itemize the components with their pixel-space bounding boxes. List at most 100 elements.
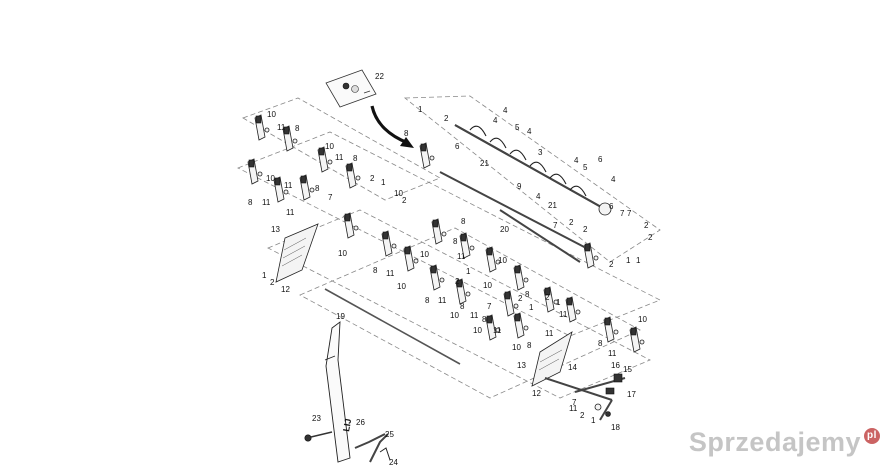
- callout-c10l: 10: [498, 256, 507, 265]
- tine: [317, 146, 333, 173]
- tine: [459, 232, 475, 259]
- watermark-tld: pl: [864, 427, 880, 444]
- callout-c7f: 7: [627, 209, 632, 218]
- callout-c4d: 4: [574, 156, 579, 165]
- tine: [345, 162, 361, 189]
- callout-c11a: 11: [277, 123, 286, 132]
- callout-c8f: 8: [461, 217, 466, 226]
- callout-c1a: 1: [418, 105, 423, 114]
- callout-c7e: 7: [572, 398, 577, 407]
- tine: [381, 230, 397, 257]
- callout-c24: 24: [389, 458, 398, 467]
- callout-c11h: 11: [470, 311, 479, 320]
- callout-c11b: 11: [335, 153, 344, 162]
- callout-c14: 14: [568, 363, 577, 372]
- watermark-brand: Sprzedajemy: [688, 427, 861, 457]
- callout-c2f: 2: [583, 225, 588, 234]
- callout-c20: 20: [500, 225, 509, 234]
- callout-c4e: 4: [611, 175, 616, 184]
- callout-c11n: 11: [569, 404, 578, 413]
- callout-c4c: 4: [527, 127, 532, 136]
- tine: [282, 125, 298, 152]
- tine: [429, 264, 445, 291]
- callout-c1i: 1: [636, 256, 641, 265]
- callout-c11e: 11: [286, 208, 295, 217]
- callout-c22: 22: [375, 72, 384, 81]
- handle-19: LIJ: [304, 321, 391, 463]
- callout-c11l: 11: [608, 349, 617, 358]
- callout-c2e: 2: [569, 218, 574, 227]
- tine: [485, 314, 501, 341]
- callout-c8h: 8: [425, 296, 430, 305]
- arrow-22-head: [400, 137, 414, 148]
- tine: [254, 114, 270, 141]
- tine: [565, 296, 581, 323]
- tine: [513, 264, 529, 291]
- tine: [629, 326, 645, 353]
- callout-c1h: 1: [591, 416, 596, 425]
- tine: [543, 286, 559, 313]
- callout-c2k: 2: [580, 411, 585, 420]
- callout-c1d: 1: [466, 267, 471, 276]
- callout-c10a: 10: [267, 110, 276, 119]
- callout-c26: 26: [356, 418, 365, 427]
- callout-c8c: 8: [353, 154, 358, 163]
- tine: [419, 142, 435, 169]
- callout-c18: 18: [611, 423, 620, 432]
- callout-c4a: 4: [503, 106, 508, 115]
- tine: [603, 316, 619, 343]
- tine: [513, 312, 529, 339]
- tine: [455, 278, 471, 305]
- callout-c11g: 11: [438, 296, 447, 305]
- lever-stamp: LIJ: [341, 418, 353, 433]
- callout-c6a: 6: [455, 142, 460, 151]
- callout-c17: 17: [627, 390, 636, 399]
- callout-c11j: 11: [545, 329, 554, 338]
- tine: [343, 212, 359, 239]
- callout-c10j: 10: [638, 315, 647, 324]
- callout-c8i: 8: [460, 302, 465, 311]
- callout-c8g: 8: [373, 266, 378, 275]
- callout-c10f: 10: [397, 282, 406, 291]
- callout-c5b: 5: [583, 163, 588, 172]
- tine: [485, 246, 501, 273]
- callout-c6b: 6: [598, 155, 603, 164]
- callout-c7a: 7: [328, 193, 333, 202]
- callout-c2j: 2: [609, 260, 614, 269]
- tine: [431, 218, 447, 245]
- callout-c5a: 5: [515, 123, 520, 132]
- callout-c13a: 13: [271, 225, 280, 234]
- watermark: Sprzedajemy pl: [689, 427, 880, 458]
- callout-c8b: 8: [295, 124, 300, 133]
- callout-c1c: 1: [262, 271, 267, 280]
- callout-c8n: 8: [525, 290, 530, 299]
- tine: [273, 176, 289, 203]
- callout-c16: 16: [611, 361, 620, 370]
- callout-c11f: 11: [386, 269, 395, 278]
- callout-c13b: 13: [517, 361, 526, 370]
- callout-c10g: 10: [450, 311, 459, 320]
- callout-c19: 19: [336, 312, 345, 321]
- callout-c2i: 2: [545, 293, 550, 302]
- callout-c6c: 6: [609, 202, 614, 211]
- callout-c11m: 11: [457, 252, 466, 261]
- callout-c7d: 7: [620, 209, 625, 218]
- callout-c10b: 10: [325, 142, 334, 151]
- callout-c21a: 21: [480, 159, 489, 168]
- tine-group: [247, 114, 645, 353]
- callout-c10d: 10: [394, 189, 403, 198]
- tine: [299, 174, 315, 201]
- callout-c2g: 2: [455, 277, 460, 286]
- callout-c8a: 8: [404, 129, 409, 138]
- kit-22-box: [325, 69, 377, 108]
- callout-c2b: 2: [370, 174, 375, 183]
- callout-c3a: 3: [538, 148, 543, 157]
- callout-c8j: 8: [482, 315, 487, 324]
- callout-c1f: 1: [556, 298, 561, 307]
- callout-c10h: 10: [473, 326, 482, 335]
- callout-c7c: 7: [487, 302, 492, 311]
- callout-c8e: 8: [315, 184, 320, 193]
- tine: [403, 245, 419, 272]
